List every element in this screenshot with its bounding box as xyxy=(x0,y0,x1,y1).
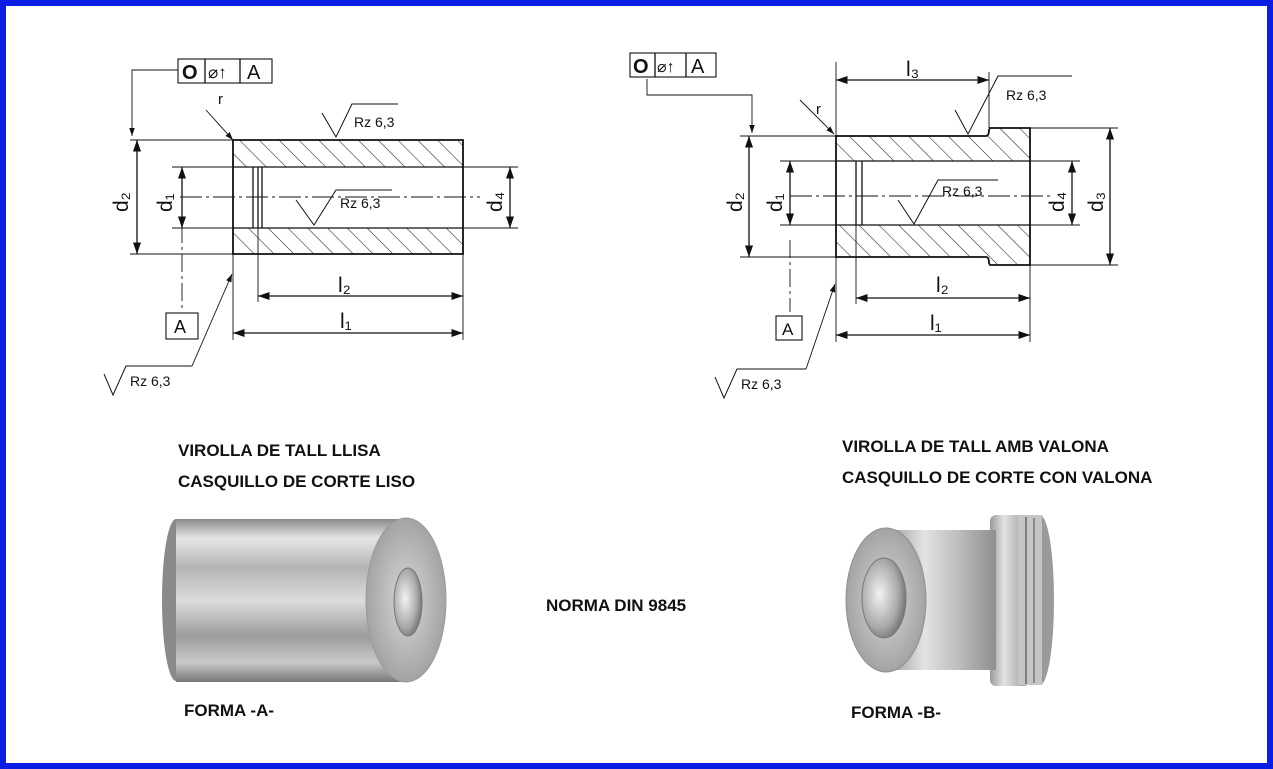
dimension-l1: l₁ xyxy=(340,310,352,333)
dimension-l2: l₂ xyxy=(936,274,949,297)
dimension-d1: d₁ xyxy=(154,193,177,212)
form-b-caption-spanish: CASQUILLO DE CORTE CON VALONA xyxy=(842,468,1153,487)
dimension-d1: d₁ xyxy=(764,193,787,212)
form-a-caption-catalan: VIROLLA DE TALL LLISA xyxy=(178,441,381,460)
form-b-label: FORMA -B- xyxy=(851,703,942,722)
roughness-outer-label: Rz 6,3 xyxy=(354,114,395,130)
gdt-circularity-symbol: O xyxy=(182,62,198,84)
form-a-label: FORMA -A- xyxy=(184,701,275,720)
roughness-inner-label: Rz 6,3 xyxy=(340,195,381,211)
gdt-runout-symbol: ⌀↑ xyxy=(657,59,675,76)
datum-label: A xyxy=(782,320,794,339)
bushing-a-photo xyxy=(162,517,447,683)
dimension-d4: d₄ xyxy=(484,192,507,212)
gdt-datum-reference: A xyxy=(247,62,261,84)
radius-label: r xyxy=(816,101,821,118)
form-b-caption-catalan: VIROLLA DE TALL AMB VALONA xyxy=(842,437,1109,456)
dimension-l3: l₃ xyxy=(906,58,919,81)
radius-label: r xyxy=(218,91,223,108)
gdt-runout-symbol: ⌀↑ xyxy=(208,63,227,82)
roughness-inner-label: Rz 6,3 xyxy=(942,183,983,199)
form-b-drawing xyxy=(629,52,1118,400)
dimension-d2: d₂ xyxy=(724,192,747,212)
form-a-caption-spanish: CASQUILLO DE CORTE LISO xyxy=(178,472,416,491)
datum-label: A xyxy=(174,317,186,337)
roughness-shoulder-label: Rz 6,3 xyxy=(1006,87,1047,103)
roughness-face-label: Rz 6,3 xyxy=(130,373,171,389)
dimension-l1: l₁ xyxy=(930,312,942,335)
gdt-circularity-symbol: O xyxy=(633,56,649,78)
form-a-drawing xyxy=(103,58,518,397)
dimension-d4: d₄ xyxy=(1046,192,1069,212)
dimension-d2: d₂ xyxy=(110,192,133,212)
bushing-b-photo xyxy=(845,515,1054,686)
roughness-face-label: Rz 6,3 xyxy=(741,376,782,392)
standard-label: NORMA DIN 9845 xyxy=(546,596,687,615)
dimension-d3: d₃ xyxy=(1085,192,1108,212)
gdt-datum-reference: A xyxy=(691,56,705,78)
dimension-l2: l₂ xyxy=(338,274,351,297)
